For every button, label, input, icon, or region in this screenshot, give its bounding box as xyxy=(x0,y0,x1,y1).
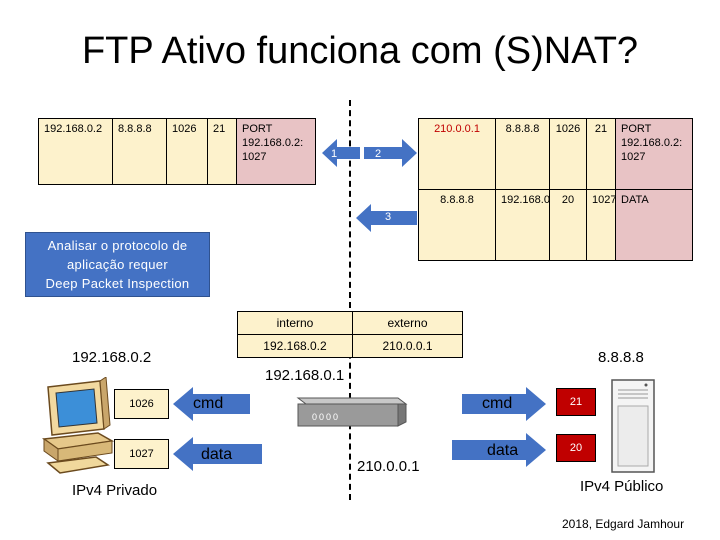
data-left-arrow-icon xyxy=(173,437,262,471)
nat-boundary-line xyxy=(349,100,351,500)
nat-table-internal-value: 192.168.0.2 xyxy=(237,334,353,358)
arrow-3-icon xyxy=(356,204,417,232)
packet-1-src-ip: 192.168.0.2 xyxy=(38,118,113,185)
client-computer-icon xyxy=(41,377,115,474)
private-ipv4-label: IPv4 Privado xyxy=(72,482,158,499)
packet-3-dst-ip: 192.168.0.2 xyxy=(495,189,559,261)
packet-2-payload: PORT 192.168.0.2: 1027 xyxy=(615,118,693,190)
arrow-1-label: 1 xyxy=(330,148,338,160)
server-icon xyxy=(611,379,655,473)
arrow-3-label: 3 xyxy=(384,211,392,223)
arrow-1-icon xyxy=(322,139,360,167)
arrow-2-label: 2 xyxy=(374,148,382,160)
packet-2-src-ip: 210.0.0.1 xyxy=(418,118,496,190)
router-leds: 0000 xyxy=(312,412,341,422)
server-ip-label: 8.8.8.8 xyxy=(598,349,644,366)
public-ipv4-label: IPv4 Público xyxy=(580,478,664,495)
router-icon xyxy=(296,397,408,427)
packet-2-dst-ip: 8.8.8.8 xyxy=(495,118,550,190)
arrow-2-icon xyxy=(364,139,417,167)
router-inside-ip-label: 192.168.0.1 xyxy=(265,367,345,384)
cmd-left-label: cmd xyxy=(193,395,224,412)
client-ip-label: 192.168.0.2 xyxy=(72,349,152,366)
credit-label: 2018, Edgard Jamhour xyxy=(562,517,685,531)
slide-title: FTP Ativo funciona com (S)NAT? xyxy=(81,30,639,72)
packet-1-dst-port: 21 xyxy=(207,118,237,185)
cmd-left-arrow-icon xyxy=(173,387,250,421)
packet-3-dst-port: 1027 xyxy=(586,189,616,261)
nat-table-header-internal: interno xyxy=(237,311,353,335)
data-right-label: data xyxy=(487,442,519,459)
client-port-1027: 1027 xyxy=(114,439,169,469)
packet-1-src-port: 1026 xyxy=(166,118,208,185)
packet-1-payload: PORT 192.168.0.2: 1027 xyxy=(236,118,316,185)
nat-table-header-external: externo xyxy=(352,311,463,335)
server-port-21: 21 xyxy=(556,388,596,416)
client-port-1026: 1026 xyxy=(114,389,169,419)
cmd-right-arrow-icon xyxy=(462,387,546,421)
server-port-20: 20 xyxy=(556,434,596,462)
dpi-note: Analisar o protocolo de aplicação requer… xyxy=(25,232,210,297)
packet-3-src-ip: 8.8.8.8 xyxy=(418,189,496,261)
router-outside-ip-label: 210.0.0.1 xyxy=(357,458,420,475)
data-left-label: data xyxy=(201,446,233,463)
data-right-arrow-icon xyxy=(452,433,546,467)
cmd-right-label: cmd xyxy=(482,395,513,412)
nat-table-external-value: 210.0.0.1 xyxy=(352,334,463,358)
packet-3-src-port: 20 xyxy=(549,189,587,261)
packet-3-payload: DATA xyxy=(615,189,693,261)
